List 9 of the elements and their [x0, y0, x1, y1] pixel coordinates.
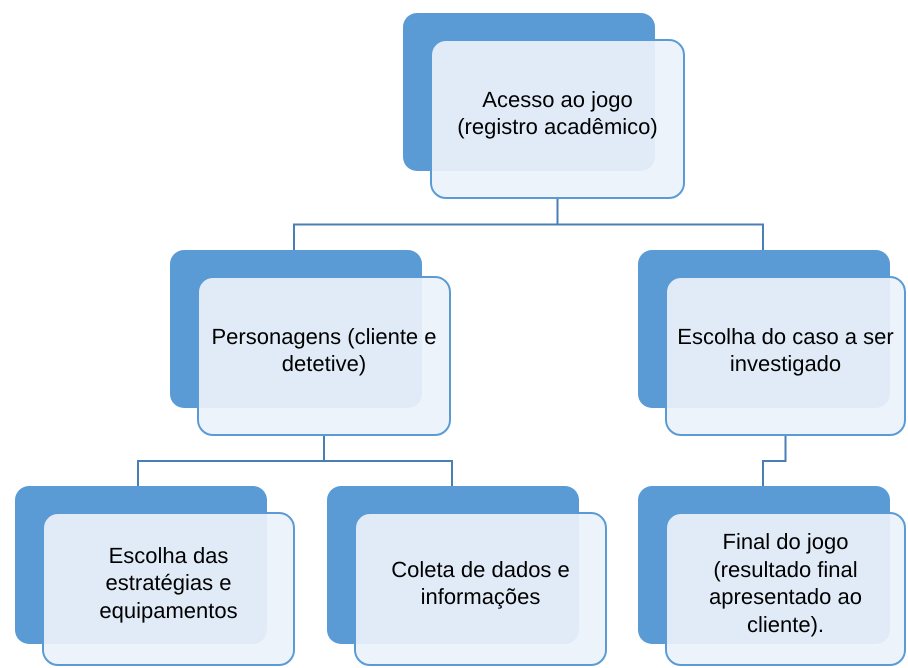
- node-text: Personagens (cliente e detetive): [210, 322, 438, 378]
- connector-line: [556, 199, 764, 250]
- node-text: Coleta de dados e informações: [390, 556, 571, 610]
- node-text: Acesso ao jogo (registro acadêmico): [456, 86, 659, 140]
- connector-line: [323, 436, 453, 486]
- connector-line: [762, 436, 786, 486]
- node-text: Final do jogo (resultado final apresentado ao cliente).: [708, 528, 863, 638]
- node-text: Escolha das estratégias e equipamentos: [98, 542, 239, 624]
- node-text: Escolha do caso a ser investigado: [676, 322, 895, 378]
